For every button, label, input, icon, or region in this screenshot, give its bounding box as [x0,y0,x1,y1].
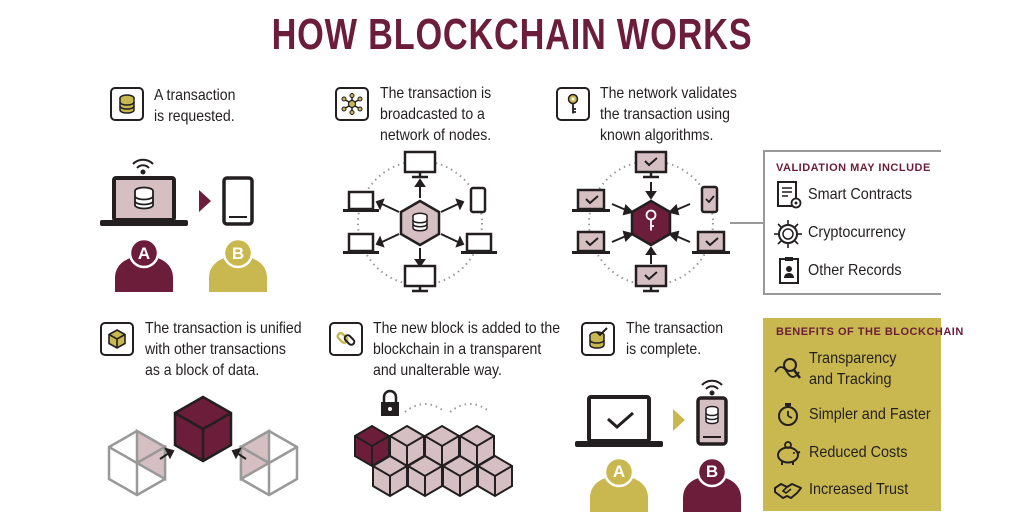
laptop-check-icon [575,395,663,447]
benefit-increased-trust: Increased Trust [809,481,909,498]
key-icon [556,87,590,121]
magnifier-icon [774,358,801,379]
user-a-label-final: A [612,462,626,481]
validation-item-smart-contracts: Smart Contracts [808,186,913,203]
contract-icon [777,181,802,209]
cube-right [238,428,299,497]
validated-node-bottom [634,264,668,293]
validated-node-left-bottom [572,230,610,254]
step-5-line-1: The new block is added to the [373,320,561,337]
step-5-text: The new block is added to the blockchain… [373,318,560,381]
step-1-line-1: A transaction [154,87,236,104]
user-a-avatar [590,456,648,512]
step-6-line-1: The transaction [626,320,724,337]
network-icon [335,87,369,121]
wifi-icon [701,379,723,396]
block-unification-diagram [107,395,299,497]
node-monitor-bottom [403,264,437,293]
database-icon [110,87,144,121]
step-4-line-1: The transaction is unified [145,320,302,337]
step-2-line-2: broadcasted to a [380,106,485,123]
arrow-right-icon [673,409,685,431]
node-laptop-left-top [343,190,379,212]
step-3-text: The network validates the transaction us… [600,83,737,146]
benefit-transparency: Transparency and Tracking [809,348,897,390]
step-5-line-2: blockchain in a transparent [373,341,542,358]
chain-block-6 [407,454,443,498]
arrow-right-icon [199,190,211,212]
step-5-line-3: and unalterable way. [373,362,502,379]
benefits-panel [763,318,941,511]
chain-block-5 [372,454,408,498]
step-4-line-2: with other transactions [145,341,286,358]
validation-connector [730,222,764,224]
phone-icon [696,396,728,446]
user-b-avatar [683,456,741,512]
node-monitor-top [403,150,437,179]
validated-node-right-top [700,185,719,214]
user-a-avatar [115,237,173,292]
validation-item-other-records: Other Records [808,262,902,279]
stopwatch-icon [778,403,798,426]
validation-title: VALIDATION MAY INCLUDE [776,162,931,174]
step-6-line-2: is complete. [626,341,702,358]
user-a-label: A [137,244,151,263]
check-database-icon [581,322,615,356]
step-1-illustration [100,158,267,292]
chain-block-8 [477,454,513,498]
user-b-label: B [231,244,245,263]
blockchain-diagram [354,389,513,498]
validated-node-top [634,150,668,179]
validation-item-cryptocurrency: Cryptocurrency [808,224,906,241]
records-icon [779,257,799,284]
validated-node-left-top [572,188,610,212]
phone-icon [222,176,254,226]
step-4-text: The transaction is unified with other tr… [145,318,302,381]
step-1-line-2: is requested. [154,108,235,125]
step-3-line-2: the transaction using [600,106,730,123]
handshake-icon [774,483,802,499]
cube-center [173,395,233,463]
network-broadcast-diagram [343,150,497,293]
validation-panel [763,150,941,295]
user-b-label-final: B [705,462,719,481]
cube-left [107,428,168,497]
step-2-line-1: The transaction is [380,85,492,102]
node-laptop-right-bottom [461,232,497,254]
cube-icon [100,322,134,356]
chain-icon [329,322,363,356]
wifi-icon [132,158,154,175]
step-6-illustration [575,379,741,512]
step-3-line-3: known algorithms. [600,127,714,144]
network-validation-diagram [572,150,730,293]
benefits-title: BENEFITS OF THE BLOCKCHAIN [776,326,964,338]
lock-icon [381,389,399,416]
coin-icon [774,220,802,248]
node-phone-right [469,186,487,214]
node-laptop-left-bottom [343,232,379,254]
chain-block-7 [442,454,478,498]
step-3-line-1: The network validates [600,85,737,102]
laptop-icon [100,176,188,226]
step-1-text: A transaction is requested. [154,85,235,127]
benefit-transparency-line-1: Transparency [809,350,897,367]
benefit-transparency-line-2: and Tracking [809,371,892,388]
validated-node-right-bottom [692,230,730,254]
step-2-line-3: network of nodes. [380,127,492,144]
page-title: HOW BLOCKCHAIN WORKS [271,10,753,59]
benefit-simpler-faster: Simpler and Faster [809,406,931,423]
step-6-text: The transaction is complete. [626,318,723,360]
piggy-bank-icon [777,441,801,465]
step-4-line-3: as a block of data. [145,362,260,379]
benefit-reduced-costs: Reduced Costs [809,444,908,461]
user-b-avatar [209,237,267,292]
step-2-text: The transaction is broadcasted to a netw… [380,83,491,146]
